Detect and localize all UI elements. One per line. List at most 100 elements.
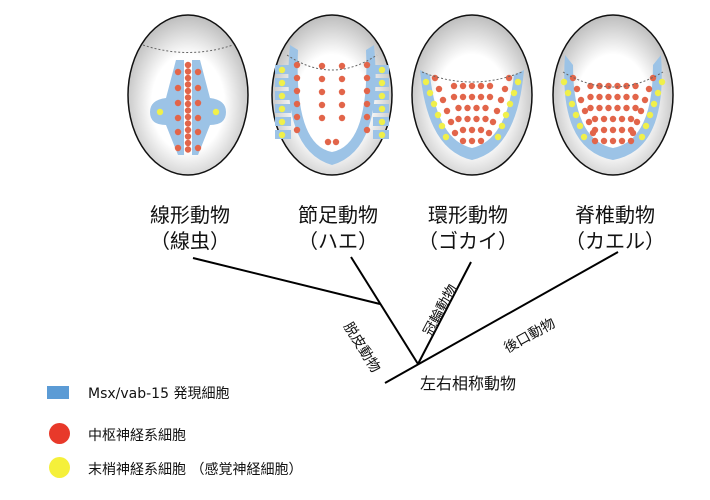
cns-cell (184, 68, 192, 75)
cns-cell (627, 115, 635, 123)
cns-cell (174, 99, 182, 107)
cns-cell (194, 84, 202, 92)
cns-cell (174, 114, 182, 122)
taxon-label: 環形動物（ゴカイ） (418, 203, 518, 253)
cns-cell (318, 101, 326, 109)
cns-cell (184, 87, 192, 95)
cns-cell (184, 61, 192, 69)
pns-cell (510, 89, 518, 97)
msx-domain (564, 55, 662, 160)
cns-cell (623, 104, 630, 112)
pns-cell (650, 100, 658, 108)
taxon-label: 節足動物（ハエ） (298, 203, 378, 253)
cns-cell (482, 115, 489, 123)
cns-cell (363, 87, 371, 95)
cns-cell (324, 138, 332, 146)
cns-cell (194, 144, 202, 152)
cns-cell (184, 120, 192, 127)
cns-cell (618, 115, 626, 123)
pns-cell (378, 118, 386, 126)
branch-nematoda (192, 257, 381, 305)
cns-cell (459, 137, 467, 145)
pns-cell (506, 100, 514, 108)
cns-cell (477, 82, 485, 90)
cns-cell (338, 75, 346, 83)
pns-cell (378, 105, 386, 113)
pns-cell (430, 100, 438, 108)
cns-cell (618, 126, 626, 134)
cns-cell (591, 137, 599, 145)
cns-cell (623, 93, 630, 101)
cns-cell (493, 107, 501, 115)
cns-cell (184, 139, 192, 147)
pns-cell (514, 78, 522, 86)
cns-cell (501, 85, 509, 93)
pns-cell (378, 92, 386, 100)
cns-cell (293, 126, 301, 134)
embryo-3 (411, 14, 533, 176)
cns-cell (614, 93, 621, 101)
cns-cell (473, 104, 480, 112)
cns-cell (482, 104, 489, 112)
cns-cell (318, 62, 326, 70)
cns-cell (363, 61, 371, 69)
cns-cell (293, 100, 301, 108)
pns-cell (278, 131, 286, 139)
cns-cell (184, 81, 192, 88)
cns-cell (486, 82, 494, 90)
pns-cell (426, 89, 434, 97)
cns-cell (605, 93, 612, 101)
cns-cell (447, 118, 455, 126)
legend-swatch-blue (47, 386, 69, 399)
pns-cell (212, 108, 220, 116)
cns-cell (596, 104, 603, 112)
cns-cell (450, 82, 458, 90)
phylogenetic-tree (192, 251, 619, 384)
cns-cell (318, 88, 326, 96)
cns-cell (609, 126, 617, 134)
pns-cell (278, 105, 286, 113)
head-boundary-line (286, 54, 378, 71)
legend-label: Msx/vab-15 発現細胞 (88, 386, 230, 402)
cns-cell (293, 113, 301, 121)
cns-cell (318, 114, 326, 122)
cns-cell (587, 82, 594, 90)
embryo-4 (552, 14, 674, 176)
cns-cell (174, 144, 182, 152)
taxon-label: 線形動物（線虫） (150, 203, 230, 253)
cns-cell (184, 126, 192, 134)
cns-cell (609, 115, 617, 123)
cns-cell (605, 82, 612, 90)
pns-cell (502, 111, 510, 119)
cns-cell (485, 129, 493, 137)
branch-deuterostomia (384, 251, 619, 384)
branch-arthropoda (350, 256, 419, 365)
cns-cell (614, 82, 621, 90)
cns-cell (627, 137, 635, 145)
cns-cell (435, 85, 443, 93)
cns-cell (596, 93, 603, 101)
cns-cell (573, 85, 581, 93)
cns-cell (363, 100, 371, 108)
cns-cell (577, 96, 585, 104)
cns-cell (338, 62, 346, 70)
pns-cell (378, 66, 386, 74)
pns-cell (572, 111, 580, 119)
cns-cell (184, 74, 192, 82)
cns-cell (450, 93, 458, 101)
cns-cell (468, 126, 476, 134)
cns-cell (473, 115, 480, 123)
cns-cell (609, 137, 617, 145)
cns-cell (587, 93, 594, 101)
cns-cell (459, 93, 467, 101)
cns-cell (174, 68, 182, 76)
cns-cell (468, 137, 476, 145)
pns-cell (422, 78, 430, 86)
cns-cell (486, 93, 494, 101)
cns-cell (318, 75, 326, 83)
pns-cell (498, 122, 506, 130)
cns-cell (459, 126, 467, 134)
pns-cell (278, 66, 286, 74)
